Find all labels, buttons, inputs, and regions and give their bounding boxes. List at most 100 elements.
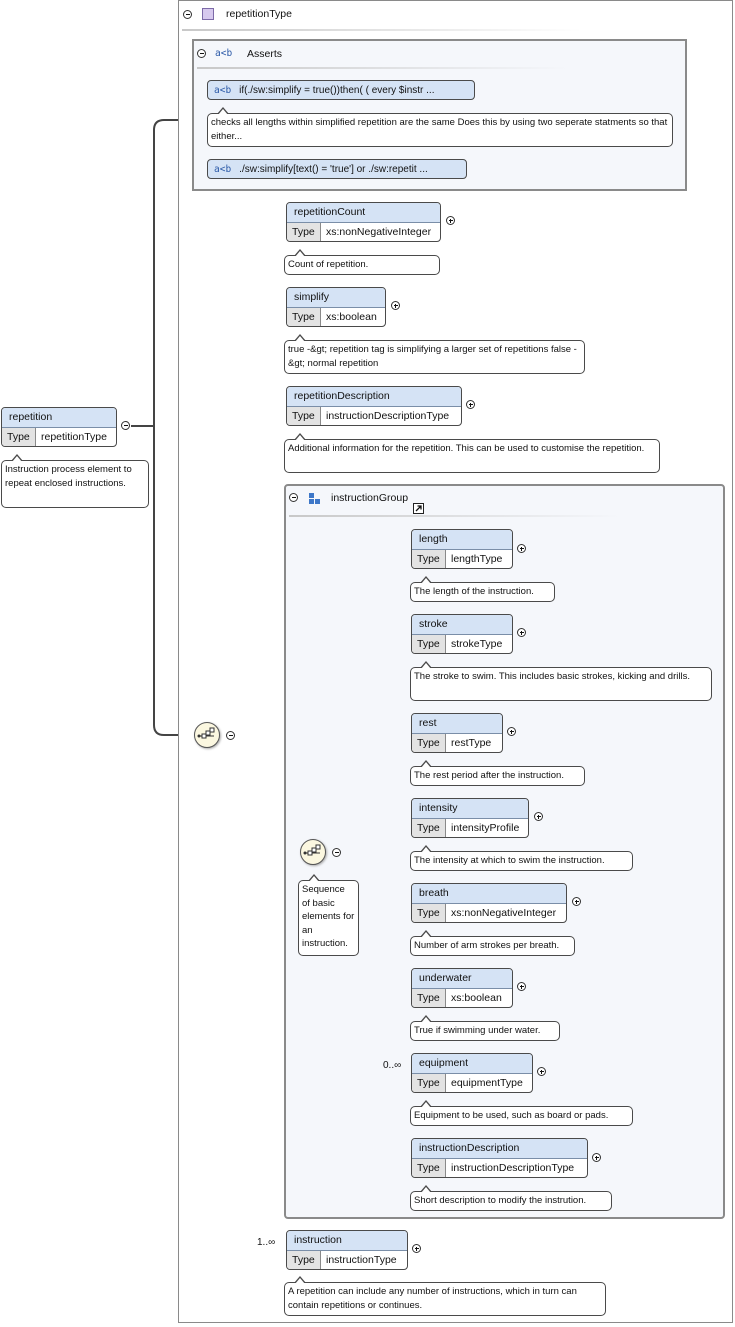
expand-toggle-instructionDescription[interactable] — [592, 1153, 601, 1162]
collapse-toggle-asserts[interactable] — [197, 49, 206, 58]
assert-expression: if(./sw:simplify = true())then( ( every … — [239, 85, 435, 96]
title-divider — [182, 29, 582, 31]
doc-breath: Number of arm strokes per breath. — [410, 930, 575, 956]
type-label: Type — [412, 1074, 446, 1092]
assert-2[interactable]: a<b ./sw:simplify[text() = 'true'] or ./s… — [207, 159, 467, 179]
element-instructionDescription[interactable]: instructionDescription Type instructionDe… — [411, 1138, 588, 1178]
asserts-title: Asserts — [247, 48, 283, 60]
assert-icon: a<b — [215, 48, 233, 59]
expand-toggle-stroke[interactable] — [517, 628, 526, 637]
type-value: xs:nonNegativeInteger — [326, 226, 432, 238]
element-name: rest — [412, 714, 502, 734]
type-value: xs:nonNegativeInteger — [451, 907, 557, 919]
doc-instruction: A repetition can include any number of i… — [284, 1276, 606, 1316]
assert-1[interactable]: a<b if(./sw:simplify = true())then( ( eve… — [207, 80, 475, 100]
expand-toggle-intensity[interactable] — [534, 812, 543, 821]
element-name: equipment — [412, 1054, 532, 1074]
occurrence-equipment: 0..∞ — [383, 1060, 402, 1071]
element-name: instruction — [287, 1231, 407, 1251]
element-instruction[interactable]: instruction Type instructionType — [286, 1230, 408, 1270]
group-sequence-compositor[interactable] — [300, 839, 326, 865]
expand-toggle-equipment[interactable] — [537, 1067, 546, 1076]
element-name: repetition — [2, 408, 116, 428]
occurrence-instruction: 1..∞ — [257, 1237, 276, 1248]
collapse-toggle-repetition[interactable] — [121, 421, 130, 430]
element-repetitionCount[interactable]: repetitionCount Type xs:nonNegativeIntege… — [286, 202, 441, 242]
element-intensity[interactable]: intensity Type intensityProfile — [411, 798, 529, 838]
element-name: breath — [412, 884, 566, 904]
collapse-toggle-group-sequence[interactable] — [332, 848, 341, 857]
doc-assert-1: checks all lengths within simplified rep… — [207, 107, 673, 147]
complex-type-title: repetitionType — [226, 8, 292, 20]
type-value: instructionDescriptionType — [451, 1162, 575, 1174]
element-name: repetitionCount — [287, 203, 440, 223]
element-name: repetitionDescription — [287, 387, 461, 407]
type-label: Type — [412, 819, 446, 837]
type-label: Type — [2, 428, 36, 446]
type-value: instructionType — [326, 1254, 397, 1266]
sequence-compositor[interactable] — [194, 722, 220, 748]
element-equipment[interactable]: equipment Type equipmentType — [411, 1053, 533, 1093]
doc-intensity: The intensity at which to swim the instr… — [410, 845, 633, 871]
type-label: Type — [287, 407, 321, 425]
element-simplify[interactable]: simplify Type xs:boolean — [286, 287, 386, 327]
expand-toggle-simplify[interactable] — [391, 301, 400, 310]
element-breath[interactable]: breath Type xs:nonNegativeInteger — [411, 883, 567, 923]
type-label: Type — [412, 734, 446, 752]
sequence-icon — [197, 727, 215, 739]
assert-icon: a<b — [214, 164, 232, 175]
element-name: intensity — [412, 799, 528, 819]
element-name: instructionDescription — [412, 1139, 587, 1159]
doc-rest: The rest period after the instruction. — [410, 760, 585, 786]
group-divider — [289, 515, 619, 517]
group-icon — [309, 493, 321, 505]
expand-toggle-rest[interactable] — [507, 727, 516, 736]
doc-instructionDescription: Short description to modify the instruti… — [410, 1185, 612, 1211]
assert-icon: a<b — [214, 85, 232, 96]
doc-stroke: The stroke to swim. This includes basic … — [410, 661, 712, 701]
type-value: repetitionType — [41, 431, 107, 443]
element-repetitionDescription[interactable]: repetitionDescription Type instructionDes… — [286, 386, 462, 426]
expand-toggle-length[interactable] — [517, 544, 526, 553]
element-name: length — [412, 530, 512, 550]
expand-toggle-repetitionCount[interactable] — [446, 216, 455, 225]
assert-expression: ./sw:simplify[text() = 'true'] or ./sw:r… — [239, 164, 428, 175]
expand-toggle-underwater[interactable] — [517, 982, 526, 991]
expand-toggle-instruction[interactable] — [412, 1244, 421, 1253]
doc-length: The length of the instruction. — [410, 576, 555, 602]
element-name: simplify — [287, 288, 385, 308]
type-value: restType — [451, 737, 492, 749]
type-label: Type — [287, 308, 321, 326]
group-reference-arrow-icon[interactable] — [413, 503, 424, 514]
element-stroke[interactable]: stroke Type strokeType — [411, 614, 513, 654]
element-name: stroke — [412, 615, 512, 635]
asserts-divider — [197, 67, 567, 69]
doc-simplify: true -&gt; repetition tag is simplifying… — [284, 334, 585, 374]
doc-repetitionCount: Count of repetition. — [284, 249, 440, 275]
type-value: equipmentType — [451, 1077, 523, 1089]
type-label: Type — [287, 223, 321, 241]
type-label: Type — [412, 550, 446, 568]
element-repetition[interactable]: repetition Type repetitionType — [1, 407, 117, 447]
doc-equipment: Equipment to be used, such as board or p… — [410, 1100, 633, 1126]
type-value: instructionDescriptionType — [326, 410, 450, 422]
element-length[interactable]: length Type lengthType — [411, 529, 513, 569]
group-title: instructionGroup — [331, 492, 409, 504]
expand-toggle-breath[interactable] — [572, 897, 581, 906]
collapse-toggle-sequence[interactable] — [226, 731, 235, 740]
collapse-toggle-complex-type[interactable] — [183, 10, 192, 19]
collapse-toggle-group[interactable] — [289, 493, 298, 502]
expand-toggle-repetitionDescription[interactable] — [466, 400, 475, 409]
type-value: intensityProfile — [451, 822, 520, 834]
element-rest[interactable]: rest Type restType — [411, 713, 503, 753]
type-value: lengthType — [451, 553, 503, 565]
type-label: Type — [412, 904, 446, 922]
doc-underwater: True if swimming under water. — [410, 1015, 560, 1041]
type-label: Type — [287, 1251, 321, 1269]
type-value: xs:boolean — [326, 311, 377, 323]
type-value: strokeType — [451, 638, 503, 650]
type-label: Type — [412, 1159, 446, 1177]
sequence-icon — [303, 844, 321, 856]
type-label: Type — [412, 635, 446, 653]
